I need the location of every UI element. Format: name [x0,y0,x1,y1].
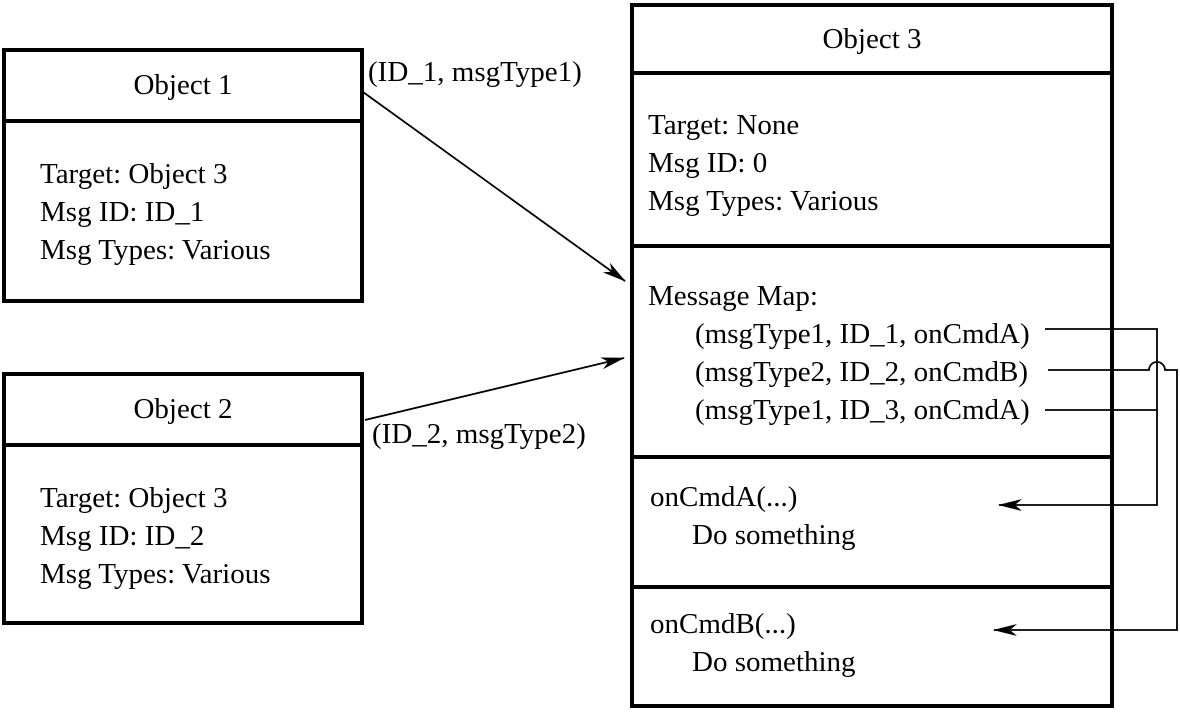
message-map-entry: (msgType1, ID_1, onCmdA) [695,318,1030,350]
object3-handler-oncmdb: onCmdB(...) Do something [634,589,1110,700]
object3-message-map: Message Map: (msgType1, ID_1, onCmdA) (m… [634,248,1110,459]
object2-box: Object 2 Target: Object 3 Msg ID: ID_2 M… [2,372,364,625]
handler-oncmda-name: onCmdA(...) [650,481,798,513]
object1-attribute: Msg ID: ID_1 [40,196,205,228]
object2-attributes: Target: Object 3 Msg ID: ID_2 Msg Types:… [6,447,360,593]
arrow2-label: (ID_2, msgType2) [372,418,586,450]
object3-box: Object 3 Target: None Msg ID: 0 Msg Type… [630,3,1114,708]
object3-title: Object 3 [634,7,1110,75]
object1-attribute: Msg Types: Various [40,234,271,266]
object3-attribute: Msg Types: Various [648,185,879,217]
message-map-entry: (msgType1, ID_3, onCmdA) [695,394,1030,426]
object3-attribute: Target: None [648,109,800,141]
object1-attributes: Target: Object 3 Msg ID: ID_1 Msg Types:… [6,123,360,269]
arrow-object1-to-object3 [362,91,626,282]
object3-handler-oncmda: onCmdA(...) Do something [634,459,1110,589]
arrow1-label: (ID_1, msgType1) [368,56,582,88]
object1-title: Object 1 [6,52,360,123]
object1-box: Object 1 Target: Object 3 Msg ID: ID_1 M… [2,48,364,303]
object2-attribute: Msg ID: ID_2 [40,520,205,552]
object3-attribute: Msg ID: 0 [648,147,768,179]
object2-attribute: Msg Types: Various [40,558,271,590]
message-map-header: Message Map: [648,280,818,312]
object2-attribute: Target: Object 3 [40,482,228,514]
object1-attribute: Target: Object 3 [40,158,228,190]
object2-title: Object 2 [6,376,360,447]
handler-oncmdb-name: onCmdB(...) [650,608,796,640]
handler-oncmda-body: Do something [692,519,856,551]
handler-oncmdb-body: Do something [692,646,856,678]
message-map-entry: (msgType2, ID_2, onCmdB) [695,356,1029,388]
object3-attributes: Target: None Msg ID: 0 Msg Types: Variou… [634,75,1110,248]
arrow-object2-to-object3 [364,357,625,421]
